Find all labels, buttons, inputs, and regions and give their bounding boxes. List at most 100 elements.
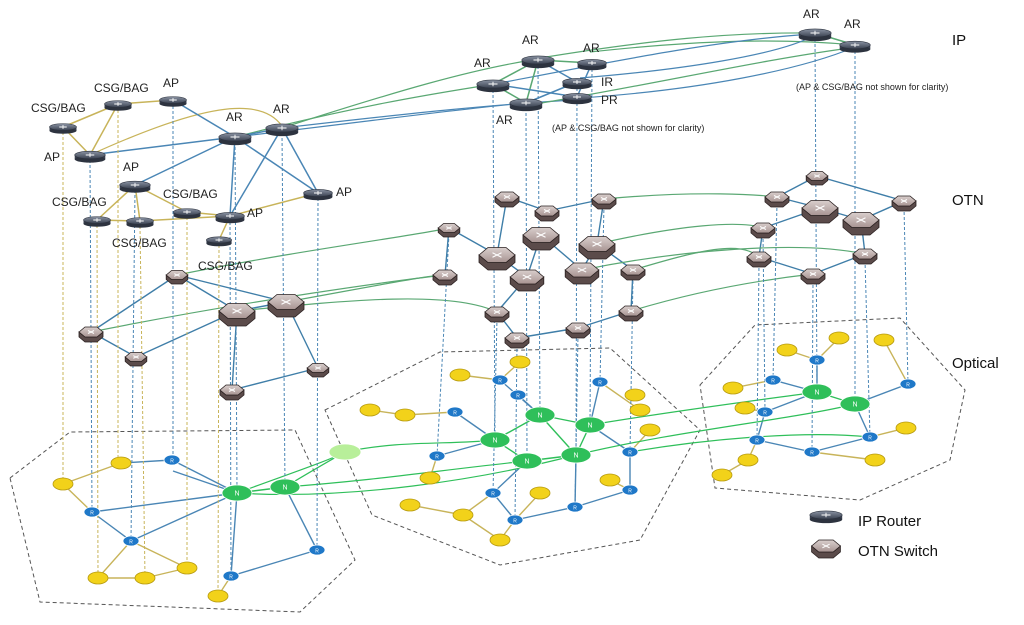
node-mark: R [628,489,632,495]
legend-otn-label: OTN Switch [858,543,938,560]
router-icon [509,98,543,112]
otn-switch-icon [218,303,256,327]
optical-node-router-port: R [861,431,879,443]
optical-node-amplifier [52,477,74,491]
node-mark: N [852,402,857,409]
node-mark: N [537,413,542,420]
otn-switch-icon [494,191,520,208]
node-mark: R [129,540,133,546]
label-ir: IR [601,75,613,89]
router-icon [839,40,871,53]
optical-node-amplifier [599,473,621,487]
router-icon [562,93,592,105]
optical-node-amplifier [419,471,441,485]
otn-switch-icon [891,195,917,212]
otn-switches [78,171,917,401]
optical-node-amplifier [359,403,381,417]
ip-routers [49,28,871,247]
router-labels: CSG/BAG AP CSG/BAG AP AR AR AP CSG/BAG C… [31,7,861,273]
optical-node-amplifier [629,403,651,417]
label-csg-bag: CSG/BAG [52,195,107,209]
optical-node-amplifier [529,486,551,500]
otn-links [90,175,905,391]
optical-node-router-port: R [509,389,527,401]
label-csg-bag: CSG/BAG [31,101,86,115]
node-mark: R [513,519,517,525]
label-csg-bag: CSG/BAG [112,236,167,250]
label-ar: AR [496,113,513,127]
optical-node-amplifier [207,589,229,603]
label-ar: AR [474,56,491,70]
router-icon [476,79,510,93]
node-mark: N [573,453,578,460]
optical-node-roadm: N [524,406,556,424]
router-icon [119,180,151,193]
optical-node-router-port: R [428,450,446,462]
optical-node-amplifier [711,468,733,482]
optical-node-amplifier [489,533,511,547]
optical-node-amplifier [452,508,474,522]
node-mark: R [516,394,520,400]
otn-switch-icon [764,191,790,208]
otn-switch-icon [805,171,829,186]
node-mark: R [315,549,319,555]
label-ap: AP [247,206,263,220]
otn-switch-icon [124,352,148,367]
node-mark: R [755,439,759,445]
optical-interdomain-links [236,391,871,495]
node-mark: R [763,411,767,417]
note-middle: (AP & CSG/BAG not shown for clarity) [552,123,704,133]
label-ar: AR [583,41,600,55]
otn-switch-icon [219,384,245,401]
optical-domains [9,317,966,613]
label-csg-bag: CSG/BAG [94,81,149,95]
optical-node-roadm: N [839,395,871,413]
otn-switch-icon [842,212,880,236]
otn-switch-icon [267,294,305,318]
label-ar: AR [273,102,290,116]
optical-node-router-port: R [222,570,240,582]
optical-node-roadm: N [479,431,511,449]
router-icon [215,212,245,224]
legend-otn-icon [810,539,842,559]
optical-node-router-port: R [83,506,101,518]
label-ar: AR [226,110,243,124]
node-mark: R [868,436,872,442]
optical-node-router-port: R [163,454,181,466]
optical-node-amplifier [399,498,421,512]
node-mark: R [815,359,819,365]
otn-switch-icon [165,270,189,285]
router-icon [562,78,592,90]
node-mark: R [598,381,602,387]
optical-node-amplifier [110,456,132,470]
router-icon [206,236,232,247]
optical-domain-right [699,317,966,501]
optical-node-amplifier [509,355,531,369]
optical-domain-left [9,429,356,613]
node-mark: N [282,485,287,492]
otn-switch-icon [78,326,104,343]
router-icon [74,150,106,163]
layer-label-optical: Optical [952,355,999,372]
optical-node-amplifier [873,333,895,347]
optical-node-router-port: R [566,501,584,513]
optical-node-roadm: N [511,452,543,470]
router-icon [577,59,607,71]
optical-node-amplifier [722,381,744,395]
node-mark: R [491,492,495,498]
optical-node-router-port: R [808,354,826,366]
label-ap: AP [163,76,179,90]
router-icon [159,96,187,107]
ip-interdomain-links [89,32,856,156]
optical-node-amplifier [737,453,759,467]
label-pr: PR [601,93,618,107]
node-mark: N [492,438,497,445]
optical-node-router-port: R [764,374,782,386]
otn-switch-icon [437,223,461,238]
otn-switch-icon [852,248,878,265]
router-icon [83,216,111,227]
router-icon [303,189,333,201]
optical-node-router-port: R [748,434,766,446]
optical-node-router-port: R [803,446,821,458]
node-mark: R [810,451,814,457]
